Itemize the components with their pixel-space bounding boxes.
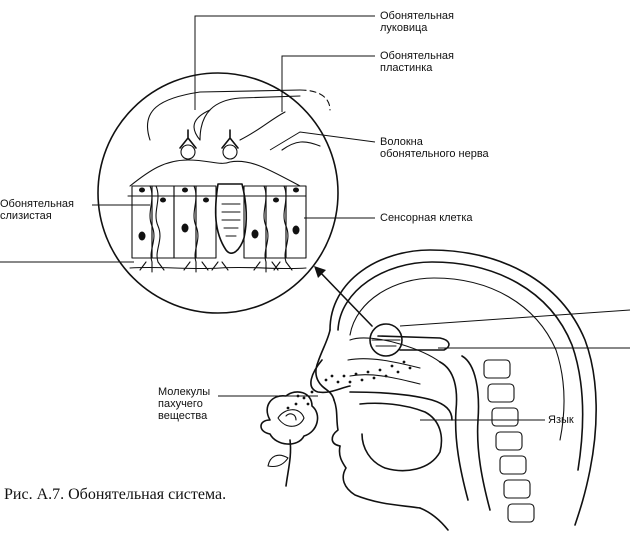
label-line: слизистая: [0, 210, 52, 222]
label-nerve-fibers: Волокна обонятельного нерва: [380, 136, 489, 160]
label-tongue: Язык: [548, 414, 574, 426]
rose-illustration: [260, 391, 319, 487]
label-line: Язык: [548, 414, 574, 426]
label-line: Обонятельная: [380, 50, 454, 62]
magnified-view: [97, 72, 339, 314]
label-sensory-cell: Сенсорная клетка: [380, 212, 473, 224]
label-line: пластинка: [380, 62, 433, 74]
label-line: Обонятельная: [380, 10, 454, 22]
label-olfactory-mucosa: Обонятельная слизистая: [0, 198, 74, 222]
label-line: вещества: [158, 410, 208, 422]
figure-caption: Рис. А.7. Обонятельная система.: [4, 486, 227, 503]
label-line: Волокна: [380, 136, 423, 148]
label-line: луковица: [380, 22, 428, 34]
head-section: [286, 249, 597, 531]
label-olfactory-plate: Обонятельная пластинка: [380, 50, 454, 74]
label-line: обонятельного нерва: [380, 148, 489, 160]
sensory-cells: [129, 183, 307, 273]
label-line: пахучего: [158, 398, 203, 410]
magnify-arrow: [314, 266, 373, 327]
label-line: Молекулы: [158, 386, 211, 398]
label-olfactory-bulb: Обонятельная луковица: [380, 10, 454, 34]
spine: [483, 359, 535, 523]
label-odor-molecules: Молекулы пахучего вещества: [158, 386, 210, 422]
label-line: Сенсорная клетка: [380, 212, 473, 224]
label-line: Обонятельная: [0, 198, 74, 210]
odor-particles: [286, 360, 412, 410]
